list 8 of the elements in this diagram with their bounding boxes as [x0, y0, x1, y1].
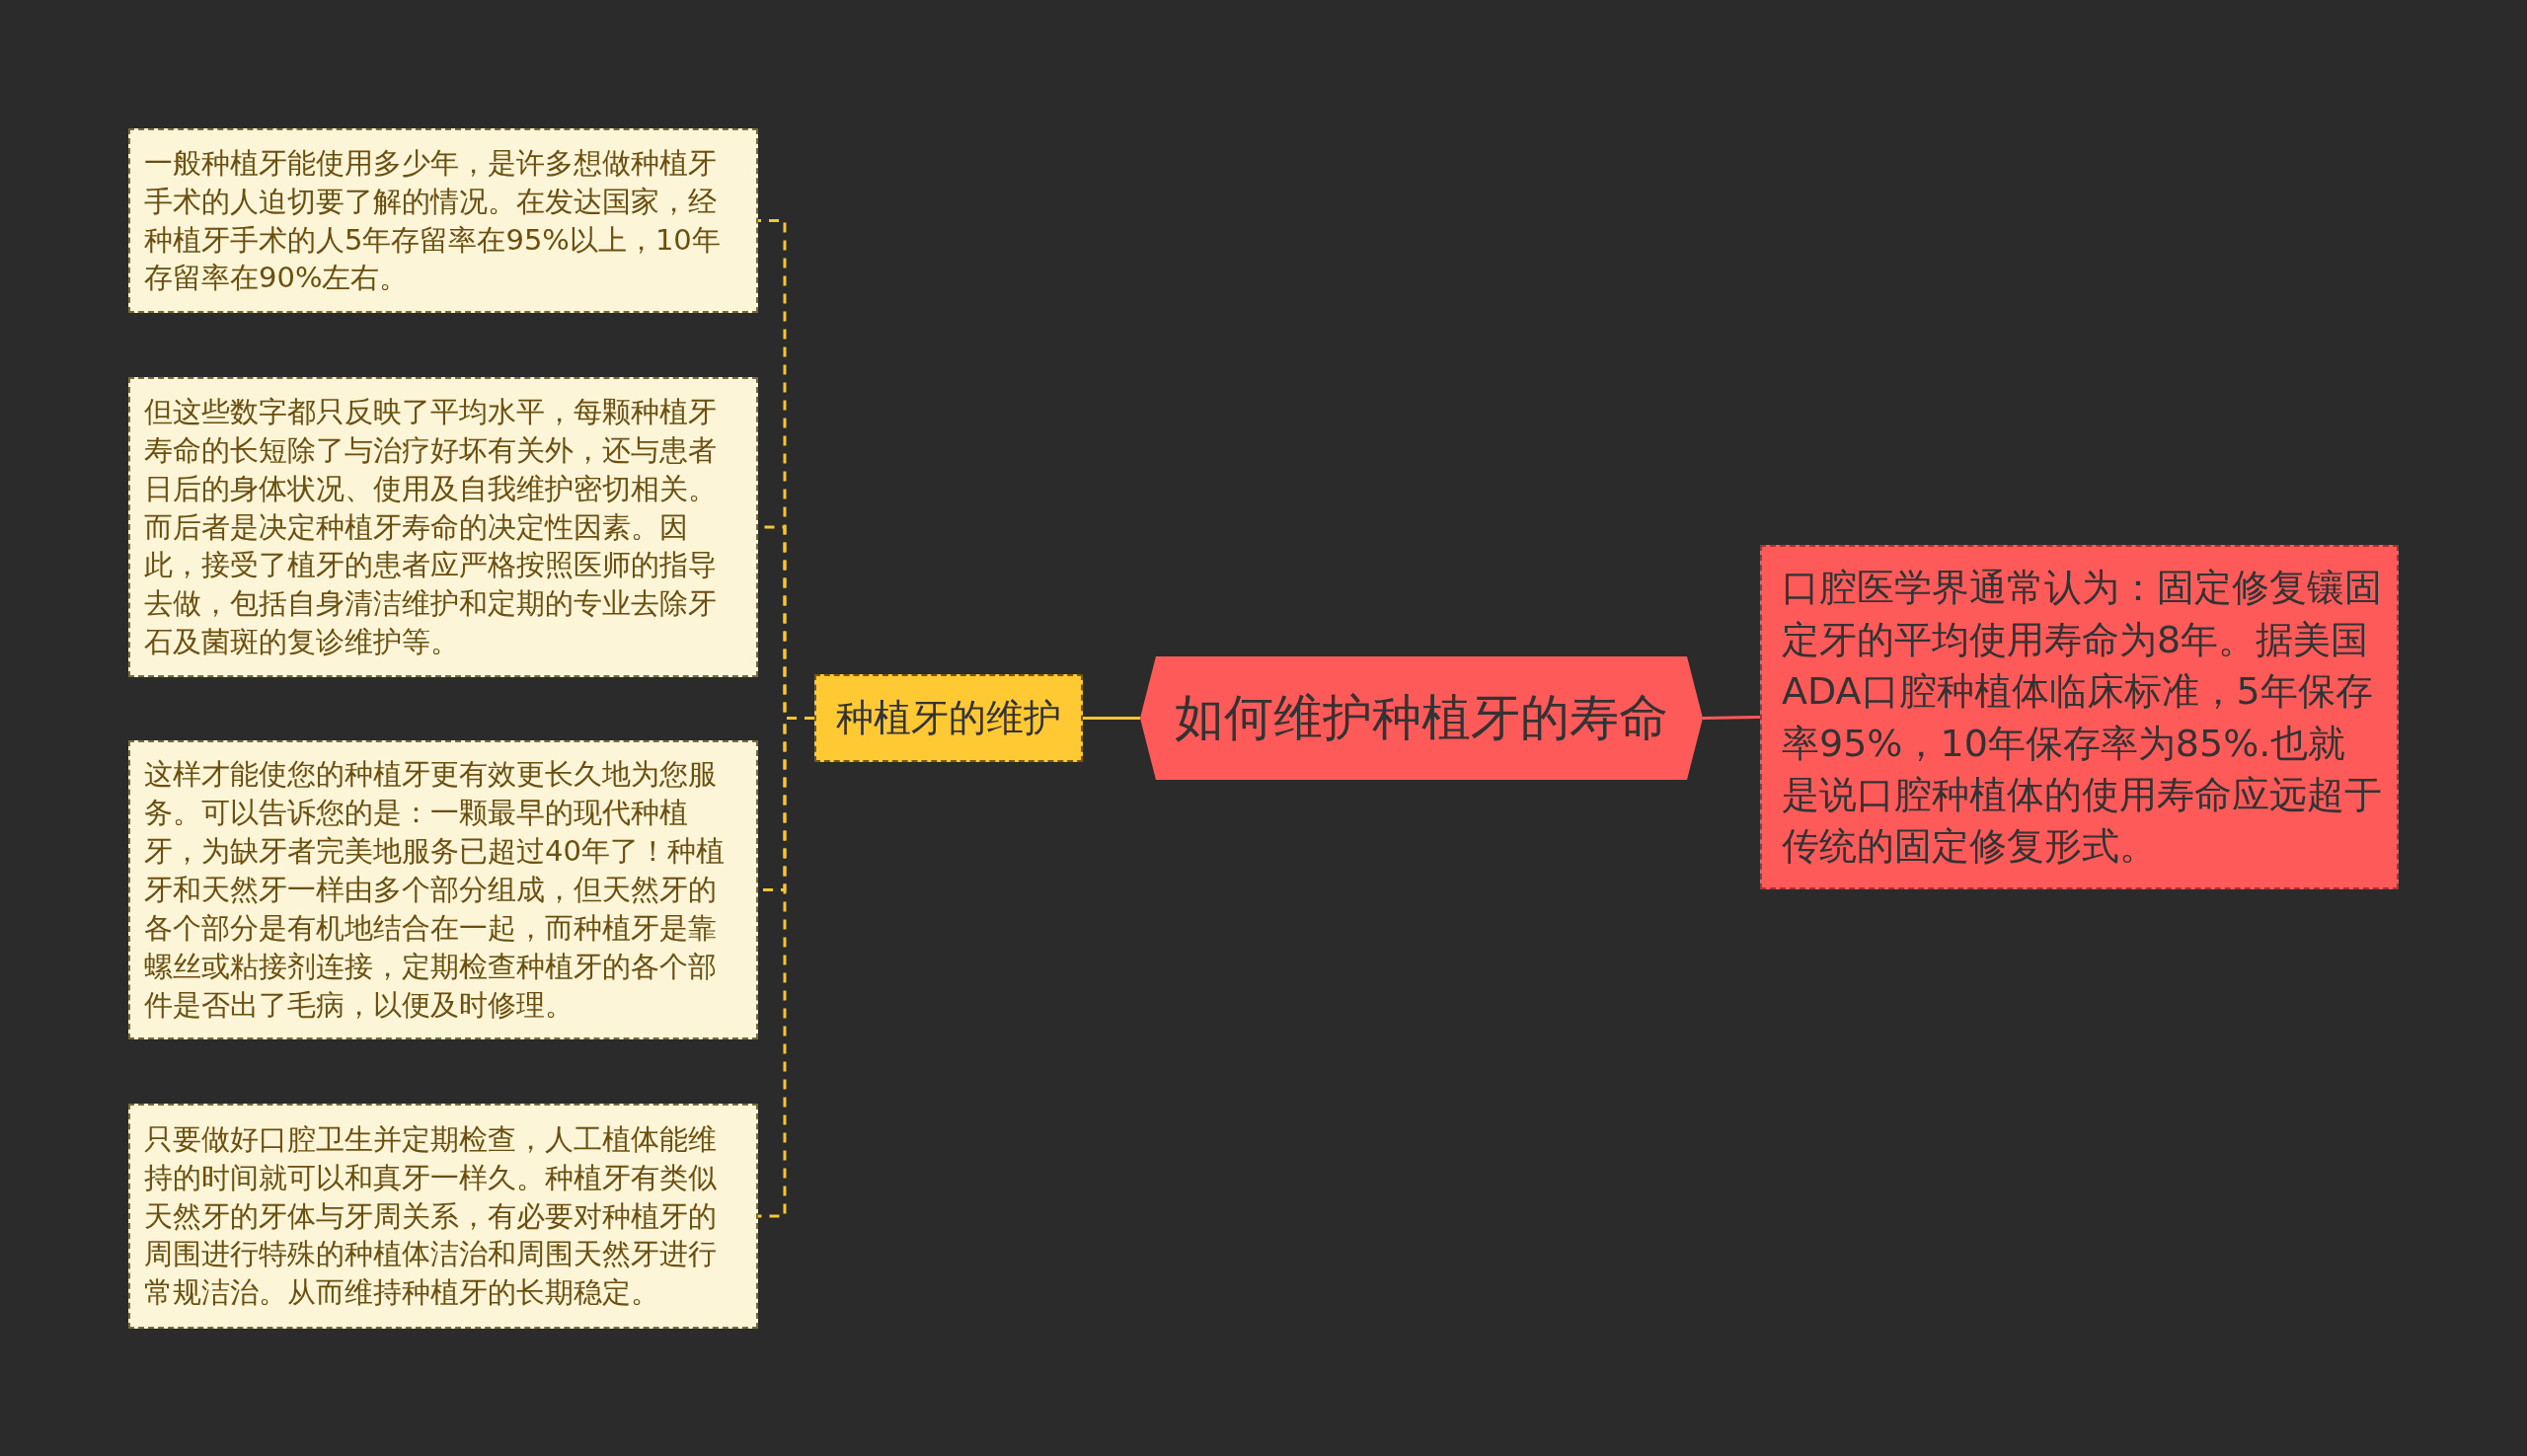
note-box: 但这些数字都只反映了平均水平，每颗种植牙寿命的长短除了与治疗好坏有关外，还与患者日后的身体状况、使用及自我维护密切相关。而后者是决定种植牙寿命的决定性因素。因此，接受了植牙的患者应严格按照医师的指导去做，包括自身清洁维护和定期的专业去除牙石及菌斑的复诊维护等。: [128, 377, 758, 677]
note-box: 只要做好口腔卫生并定期检查，人工植体能维持的时间就可以和真牙一样久。种植牙有类似天然牙的牙体与牙周关系，有必要对种植牙的周围进行特殊的种植体洁治和周围天然牙进行常规洁治。从而维持种植牙的长期稳定。: [128, 1104, 758, 1329]
note-box: 口腔医学界通常认为：固定修复镶固定牙的平均使用寿命为8年。据美国ADA口腔种植体临床标准，5年保存率95%，10年保存率为85%.也就是说口腔种植体的使用寿命应远超于传统的固定修复形式。: [1760, 545, 2399, 889]
note-box: 这样才能使您的种植牙更有效更长久地为您服务。可以告诉您的是：一颗最早的现代种植牙，为缺牙者完美地服务已超过40年了！种植牙和天然牙一样由多个部分组成，但天然牙的各个部分是有机地结合在一起，而种植牙是靠螺丝或粘接剂连接，定期检查种植牙的各个部件是否出了毛病，以便及时修理。: [128, 740, 758, 1039]
note-box: 一般种植牙能使用多少年，是许多想做种植牙手术的人迫切要了解的情况。在发达国家，经种植牙手术的人5年存留率在95%以上，10年存留率在90%左右。: [128, 128, 758, 313]
connector-line: [1083, 717, 1140, 720]
connector-line: [1702, 716, 1761, 720]
topic-box: 种植牙的维护: [814, 674, 1083, 762]
